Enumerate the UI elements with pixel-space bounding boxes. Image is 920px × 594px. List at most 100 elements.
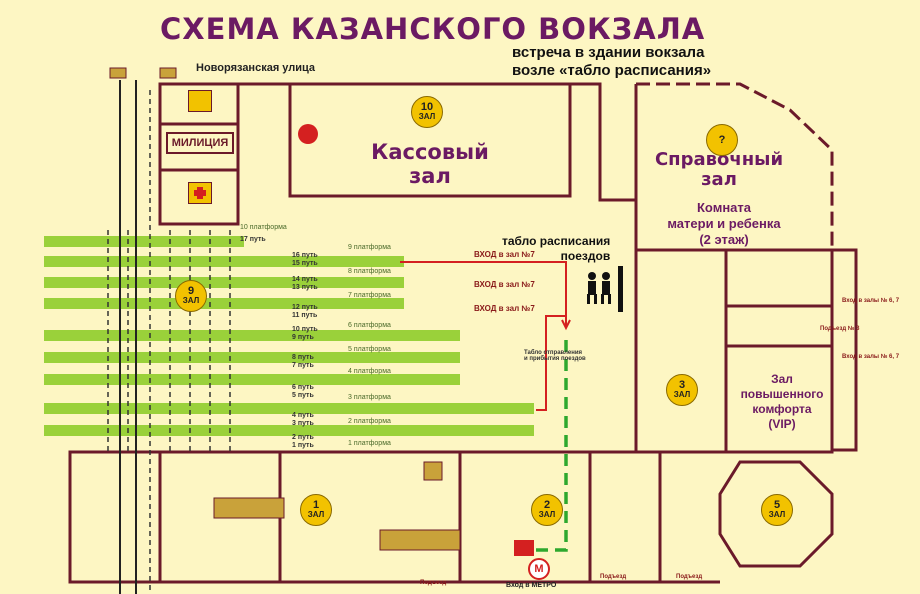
hall-number: 9 <box>187 285 195 297</box>
street-label: Новорязанская улица <box>196 62 316 74</box>
first-aid-icon <box>188 182 212 204</box>
track-label: 10 путь <box>292 326 318 333</box>
track-label: 16 путь <box>292 252 318 259</box>
hall-5-walls <box>718 460 834 568</box>
platform-label: 8 платформа <box>348 268 391 275</box>
hall-word: ЗАЛ <box>768 510 786 519</box>
hall-number: 5 <box>773 499 781 511</box>
restroom-icon <box>188 90 212 112</box>
meeting-note: встреча в здании вокзала возле «табло ра… <box>512 44 711 80</box>
comfort-hall-line: повышенного <box>740 387 824 401</box>
mother-room-label: Комната матери и ребенка (2 этаж) <box>644 200 804 248</box>
tablo-small-label: Табло отправления и прибытия поездов <box>524 350 586 362</box>
ticket-hall-line: зал <box>409 164 451 188</box>
entrance-label: ВХОД в зал №7 <box>474 304 535 313</box>
platform-label: 5 платформа <box>348 346 391 353</box>
track-label: 3 путь <box>292 420 314 427</box>
metro-entrance-label: Вход в МЕТРО <box>506 582 557 589</box>
column-lines <box>107 90 231 594</box>
platform-bar <box>44 425 534 436</box>
track-label: 9 путь <box>292 334 314 341</box>
track-label: 6 путь <box>292 384 314 391</box>
track-label: 2 путь <box>292 434 314 441</box>
comfort-hall-line: (VIP) <box>768 417 796 431</box>
tablo-small-line: Табло отправления <box>524 350 583 356</box>
militia-sign: МИЛИЦИЯ <box>166 132 234 154</box>
info-hall-line: Справочный <box>654 149 784 170</box>
mother-room-line: (2 этаж) <box>699 232 749 247</box>
ticket-hall-line: Кассовый <box>371 140 489 164</box>
hall-number: 3 <box>678 379 686 391</box>
platform-bar <box>44 403 534 414</box>
track-label: 1 путь <box>292 442 314 449</box>
tablo-label: табло расписания поездов <box>502 234 610 264</box>
track-label: 11 путь <box>292 312 318 319</box>
platform-label: 9 платформа <box>348 244 391 251</box>
side-label: Подъезд <box>420 580 447 586</box>
platform-label: 10 платформа <box>240 224 287 231</box>
platform-label: 6 платформа <box>348 322 391 329</box>
hall-word: ЗАЛ <box>418 112 436 121</box>
track-label: 14 путь <box>292 276 318 283</box>
hall-word: ЗАЛ <box>673 390 691 399</box>
side-label: Подъезд № 3 <box>820 326 860 332</box>
track-label: 5 путь <box>292 392 314 399</box>
platforms <box>44 236 534 436</box>
track-label: 13 путь <box>292 284 318 291</box>
track-label: 12 путь <box>292 304 318 311</box>
platform-bar <box>44 330 460 341</box>
east-wing <box>634 248 834 454</box>
side-label: Вход в залы № 6, 7 <box>842 354 900 360</box>
platform-label: 7 платформа <box>348 292 391 299</box>
track-label: 17 путь <box>240 236 266 243</box>
side-label: Подъезд <box>600 574 627 580</box>
track-label: 4 путь <box>292 412 314 419</box>
track-label: 15 путь <box>292 260 318 267</box>
platform-bar <box>44 374 460 385</box>
platform-label: 3 платформа <box>348 394 391 401</box>
platform-bar <box>44 256 404 267</box>
info-hall-label: Справочный зал <box>644 150 794 190</box>
side-label: Подъезд <box>676 574 703 580</box>
lower-concourse <box>68 450 662 584</box>
stairs-icons <box>109 67 461 551</box>
tablo-board-icon <box>618 266 623 312</box>
mother-room-line: матери и ребенка <box>667 216 781 231</box>
hall-number: 2 <box>543 499 551 511</box>
hall-word: ЗАЛ <box>538 510 556 519</box>
tablo-label-line: поездов <box>560 249 611 263</box>
comfort-hall-line: комфорта <box>752 402 812 416</box>
metro-icon: М <box>528 558 550 580</box>
page-title: СХЕМА КАЗАНСКОГО ВОКЗАЛА <box>160 12 706 46</box>
walls <box>68 82 858 584</box>
ticket-hall-label: Кассовый зал <box>340 140 520 188</box>
red-route <box>400 261 571 411</box>
hall-number: 10 <box>420 101 434 113</box>
meeting-note-line: встреча в здании вокзала <box>512 44 705 61</box>
entrance-label: ВХОД в зал №7 <box>474 250 535 259</box>
platform-label: 4 платформа <box>348 368 391 375</box>
people-icon <box>587 272 611 304</box>
atm-icon <box>298 124 318 144</box>
track-lines <box>119 80 137 594</box>
info-question-icon: ? <box>706 124 738 156</box>
platform-label: 1 платформа <box>348 440 391 447</box>
hall-word: ЗАЛ <box>182 296 200 305</box>
side-label: Вход в залы № 6, 7 <box>842 298 900 304</box>
hall-number: 1 <box>312 499 320 511</box>
entrance-label: ВХОД в зал №7 <box>474 280 535 289</box>
platform-bar <box>44 298 404 309</box>
tablo-label-line: табло расписания <box>502 234 611 248</box>
green-route <box>534 340 568 552</box>
platform-bar <box>44 236 244 247</box>
tablo-small-line: и прибытия поездов <box>524 356 586 362</box>
platform-label: 2 платформа <box>348 418 391 425</box>
track-label: 8 путь <box>292 354 314 361</box>
